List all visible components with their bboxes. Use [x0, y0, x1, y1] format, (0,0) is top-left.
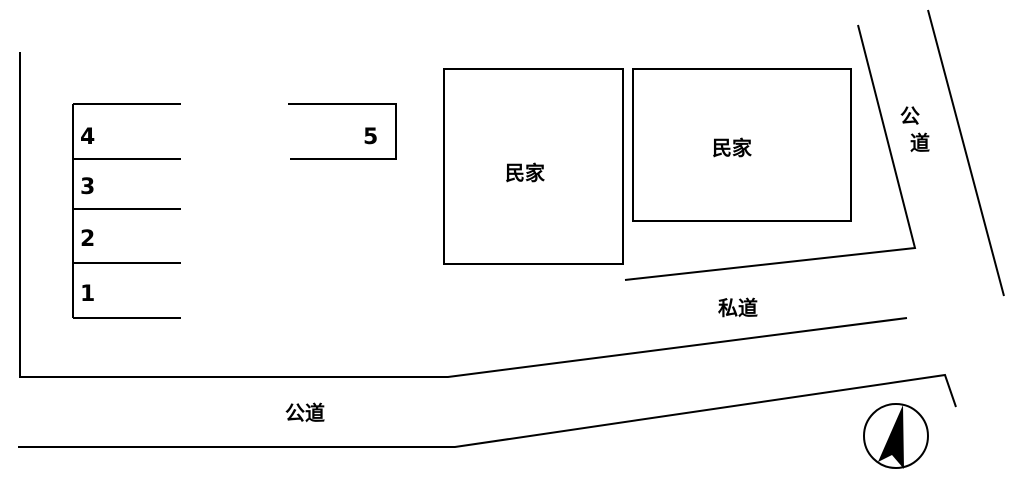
public-road-right-label-1: 公: [900, 104, 920, 128]
space-2-label: 2: [80, 227, 95, 252]
space-5-label: 5: [363, 125, 378, 150]
north-arrow-icon: [863, 403, 929, 469]
public-road-right-label-2: 道: [910, 131, 930, 155]
public-road-label: 公道: [285, 401, 325, 425]
space-1-label: 1: [80, 282, 95, 307]
private-road-label: 私道: [718, 296, 758, 320]
house-2-label: 民家: [712, 136, 753, 160]
house-1: [443, 68, 624, 265]
house-1-label: 民家: [505, 161, 546, 185]
space-4-label: 4: [80, 125, 95, 150]
parking-rows: [72, 103, 397, 319]
public-road-right: [624, 9, 1005, 297]
public-road-bottom: [18, 373, 957, 448]
space-3-label: 3: [80, 175, 95, 200]
house-2: [632, 68, 852, 222]
lot-boundary: [19, 52, 908, 378]
